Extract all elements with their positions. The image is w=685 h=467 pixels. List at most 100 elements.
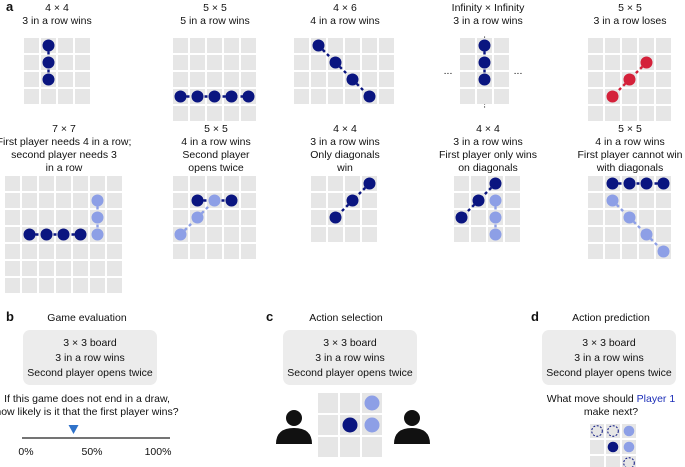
board-cell[interactable] xyxy=(173,193,188,208)
board-cell[interactable] xyxy=(588,210,603,225)
board-cell[interactable] xyxy=(460,55,475,70)
board-cell[interactable] xyxy=(56,176,71,191)
board-cell[interactable] xyxy=(207,176,222,191)
board-cell[interactable] xyxy=(5,193,20,208)
board-cell[interactable] xyxy=(328,176,343,191)
board-cell[interactable] xyxy=(294,38,309,53)
board-cell[interactable] xyxy=(622,227,637,242)
board-cell[interactable] xyxy=(224,244,239,259)
board-cell[interactable] xyxy=(294,55,309,70)
scale-marker-icon[interactable] xyxy=(68,425,79,434)
board-cell[interactable] xyxy=(494,72,509,87)
board-cell[interactable] xyxy=(224,72,239,87)
board-cell[interactable] xyxy=(318,415,338,435)
board-cell[interactable] xyxy=(173,176,188,191)
board-cell[interactable] xyxy=(107,210,122,225)
board-cell[interactable] xyxy=(460,38,475,53)
board-cell[interactable] xyxy=(311,227,326,242)
board-cell[interactable] xyxy=(656,106,671,121)
board-cell[interactable] xyxy=(605,72,620,87)
board-cell[interactable] xyxy=(454,227,469,242)
board-cell[interactable] xyxy=(107,227,122,242)
board-cell[interactable] xyxy=(460,89,475,104)
board-cell[interactable] xyxy=(173,244,188,259)
board-cell[interactable] xyxy=(656,193,671,208)
board-cell[interactable] xyxy=(362,227,377,242)
board-cell[interactable] xyxy=(494,38,509,53)
board-cell[interactable] xyxy=(588,193,603,208)
board-cell[interactable] xyxy=(5,210,20,225)
board-cell[interactable] xyxy=(58,72,73,87)
board-cell[interactable] xyxy=(311,210,326,225)
board-cell[interactable] xyxy=(311,55,326,70)
board-cell[interactable] xyxy=(639,38,654,53)
board-cell[interactable] xyxy=(39,176,54,191)
board-cell[interactable] xyxy=(505,210,520,225)
board-cell[interactable] xyxy=(73,244,88,259)
board-cell[interactable] xyxy=(73,193,88,208)
board-cell[interactable] xyxy=(241,210,256,225)
board-cell[interactable] xyxy=(22,261,37,276)
board-cell[interactable] xyxy=(241,193,256,208)
board-cell[interactable] xyxy=(622,55,637,70)
board-cell[interactable] xyxy=(107,244,122,259)
board-cell[interactable] xyxy=(207,210,222,225)
board-cell[interactable] xyxy=(294,72,309,87)
board-cell[interactable] xyxy=(345,227,360,242)
board-cell[interactable] xyxy=(505,193,520,208)
board-cell[interactable] xyxy=(311,176,326,191)
board-cell[interactable] xyxy=(224,227,239,242)
board-cell[interactable] xyxy=(5,261,20,276)
board-cell[interactable] xyxy=(224,176,239,191)
board-cell[interactable] xyxy=(24,55,39,70)
board-cell[interactable] xyxy=(5,278,20,293)
board-cell[interactable] xyxy=(606,456,620,467)
board-cell[interactable] xyxy=(622,244,637,259)
board-cell[interactable] xyxy=(362,210,377,225)
candidate-move-icon[interactable] xyxy=(623,457,635,467)
board-cell[interactable] xyxy=(639,210,654,225)
board-cell[interactable] xyxy=(311,193,326,208)
board-cell[interactable] xyxy=(241,106,256,121)
board-cell[interactable] xyxy=(207,55,222,70)
board-cell[interactable] xyxy=(454,176,469,191)
board-cell[interactable] xyxy=(311,72,326,87)
board-cell[interactable] xyxy=(656,38,671,53)
board-cell[interactable] xyxy=(328,227,343,242)
board-cell[interactable] xyxy=(505,176,520,191)
board-cell[interactable] xyxy=(22,193,37,208)
board-cell[interactable] xyxy=(622,38,637,53)
board-cell[interactable] xyxy=(328,193,343,208)
board-cell[interactable] xyxy=(622,89,637,104)
board-cell[interactable] xyxy=(362,38,377,53)
board-cell[interactable] xyxy=(56,278,71,293)
board-cell[interactable] xyxy=(639,72,654,87)
board-cell[interactable] xyxy=(656,89,671,104)
board-cell[interactable] xyxy=(379,55,394,70)
board-cell[interactable] xyxy=(588,176,603,191)
board-cell[interactable] xyxy=(24,89,39,104)
board-cell[interactable] xyxy=(190,72,205,87)
board-cell[interactable] xyxy=(294,89,309,104)
board-cell[interactable] xyxy=(173,72,188,87)
board-cell[interactable] xyxy=(622,106,637,121)
board-cell[interactable] xyxy=(460,72,475,87)
board-cell[interactable] xyxy=(318,393,338,413)
board-cell[interactable] xyxy=(90,176,105,191)
board-cell[interactable] xyxy=(605,106,620,121)
board-cell[interactable] xyxy=(241,38,256,53)
board-cell[interactable] xyxy=(73,210,88,225)
board-cell[interactable] xyxy=(173,55,188,70)
board-cell[interactable] xyxy=(345,38,360,53)
board-cell[interactable] xyxy=(605,55,620,70)
board-cell[interactable] xyxy=(190,244,205,259)
board-cell[interactable] xyxy=(107,261,122,276)
board-cell[interactable] xyxy=(588,106,603,121)
board-cell[interactable] xyxy=(362,437,382,457)
board-cell[interactable] xyxy=(173,38,188,53)
board-cell[interactable] xyxy=(379,89,394,104)
board-cell[interactable] xyxy=(39,261,54,276)
board-cell[interactable] xyxy=(590,440,604,454)
board-cell[interactable] xyxy=(107,193,122,208)
board-cell[interactable] xyxy=(328,38,343,53)
